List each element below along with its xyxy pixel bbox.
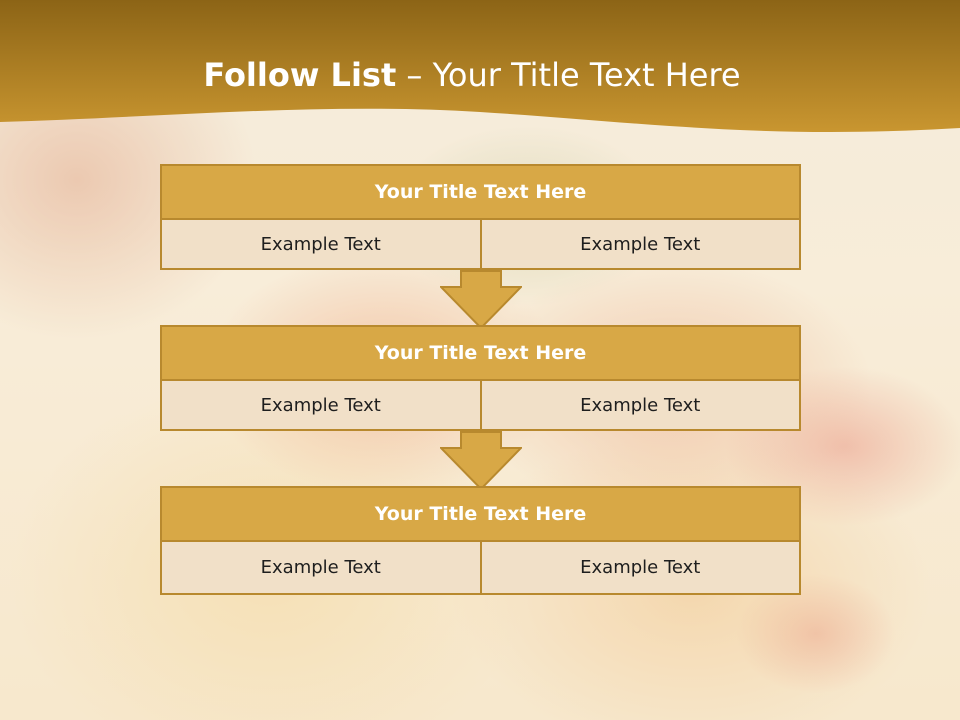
example-text-left: Example Text xyxy=(160,381,482,431)
block-title: Your Title Text Here xyxy=(160,164,801,220)
block-cells: Example Text Example Text xyxy=(160,381,801,431)
header-band xyxy=(0,0,960,132)
block-title: Your Title Text Here xyxy=(160,325,801,381)
example-text-left: Example Text xyxy=(160,220,482,270)
down-arrow-icon xyxy=(440,431,522,491)
list-block-3: Your Title Text Here Example Text Exampl… xyxy=(160,486,801,595)
block-cells: Example Text Example Text xyxy=(160,542,801,595)
list-block-1: Your Title Text Here Example Text Exampl… xyxy=(160,164,801,270)
block-title: Your Title Text Here xyxy=(160,486,801,542)
down-arrow-icon xyxy=(440,270,522,330)
title-rest-part: – Your Title Text Here xyxy=(396,56,741,94)
example-text-right: Example Text xyxy=(481,542,801,595)
example-text-right: Example Text xyxy=(481,381,801,431)
title-bold-part: Follow List xyxy=(203,56,397,94)
slide-title: Follow List – Your Title Text Here xyxy=(0,52,944,98)
block-cells: Example Text Example Text xyxy=(160,220,801,270)
list-block-2: Your Title Text Here Example Text Exampl… xyxy=(160,325,801,431)
example-text-right: Example Text xyxy=(481,220,801,270)
example-text-left: Example Text xyxy=(160,542,482,595)
